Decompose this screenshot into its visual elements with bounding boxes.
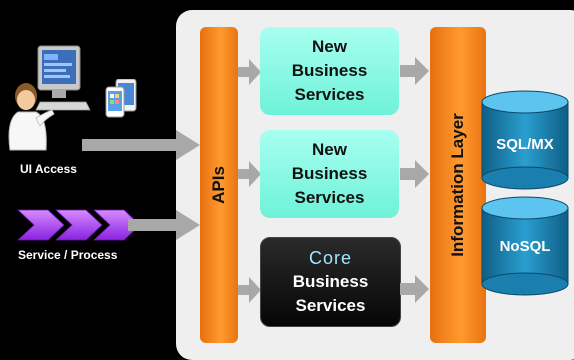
database-label: NoSQL <box>499 238 551 255</box>
database-sqlmx: SQL/MX <box>480 90 570 190</box>
database-label: SQL/MX <box>496 136 554 153</box>
core-business-services: Core Business Services <box>260 237 401 327</box>
service-line-1: New <box>312 37 347 56</box>
database-cylinder-icon <box>481 90 569 190</box>
mobile-devices-icon <box>105 79 137 118</box>
service-process-label: Service / Process <box>18 248 118 262</box>
apis-label: APIs <box>209 166 228 204</box>
database-cylinder-icon <box>481 196 569 296</box>
ui-to-apis-arrow <box>82 130 200 160</box>
service-line-2: Business <box>291 61 368 80</box>
service-3-to-info-arrow <box>400 275 429 303</box>
service-line-2: Business <box>291 164 368 183</box>
information-layer-label: Information Layer <box>448 113 467 257</box>
service-line-3: Services <box>294 188 365 207</box>
apis-to-service-2-arrow <box>238 161 261 187</box>
service-line-3: Services <box>295 296 366 315</box>
new-business-services-2: New Business Services <box>260 130 399 218</box>
chevron-flow-icon <box>16 209 141 241</box>
database-nosql: NoSQL <box>480 196 570 296</box>
service-line-1: Core <box>308 248 352 268</box>
apis-to-service-3-arrow <box>238 277 261 303</box>
service-line-1: New <box>312 140 347 159</box>
apis-to-service-1-arrow <box>238 59 261 85</box>
new-business-services-1: New Business Services <box>260 27 399 115</box>
service-1-to-info-arrow <box>400 57 429 85</box>
user-at-computer-icon <box>8 45 91 151</box>
apis-bar: APIs <box>200 27 238 343</box>
ui-access-label: UI Access <box>20 162 77 176</box>
service-2-to-info-arrow <box>400 160 429 188</box>
service-line-3: Services <box>294 85 365 104</box>
information-layer-bar: Information Layer <box>430 27 486 343</box>
process-to-apis-arrow <box>128 210 200 240</box>
service-line-2: Business <box>292 272 369 291</box>
